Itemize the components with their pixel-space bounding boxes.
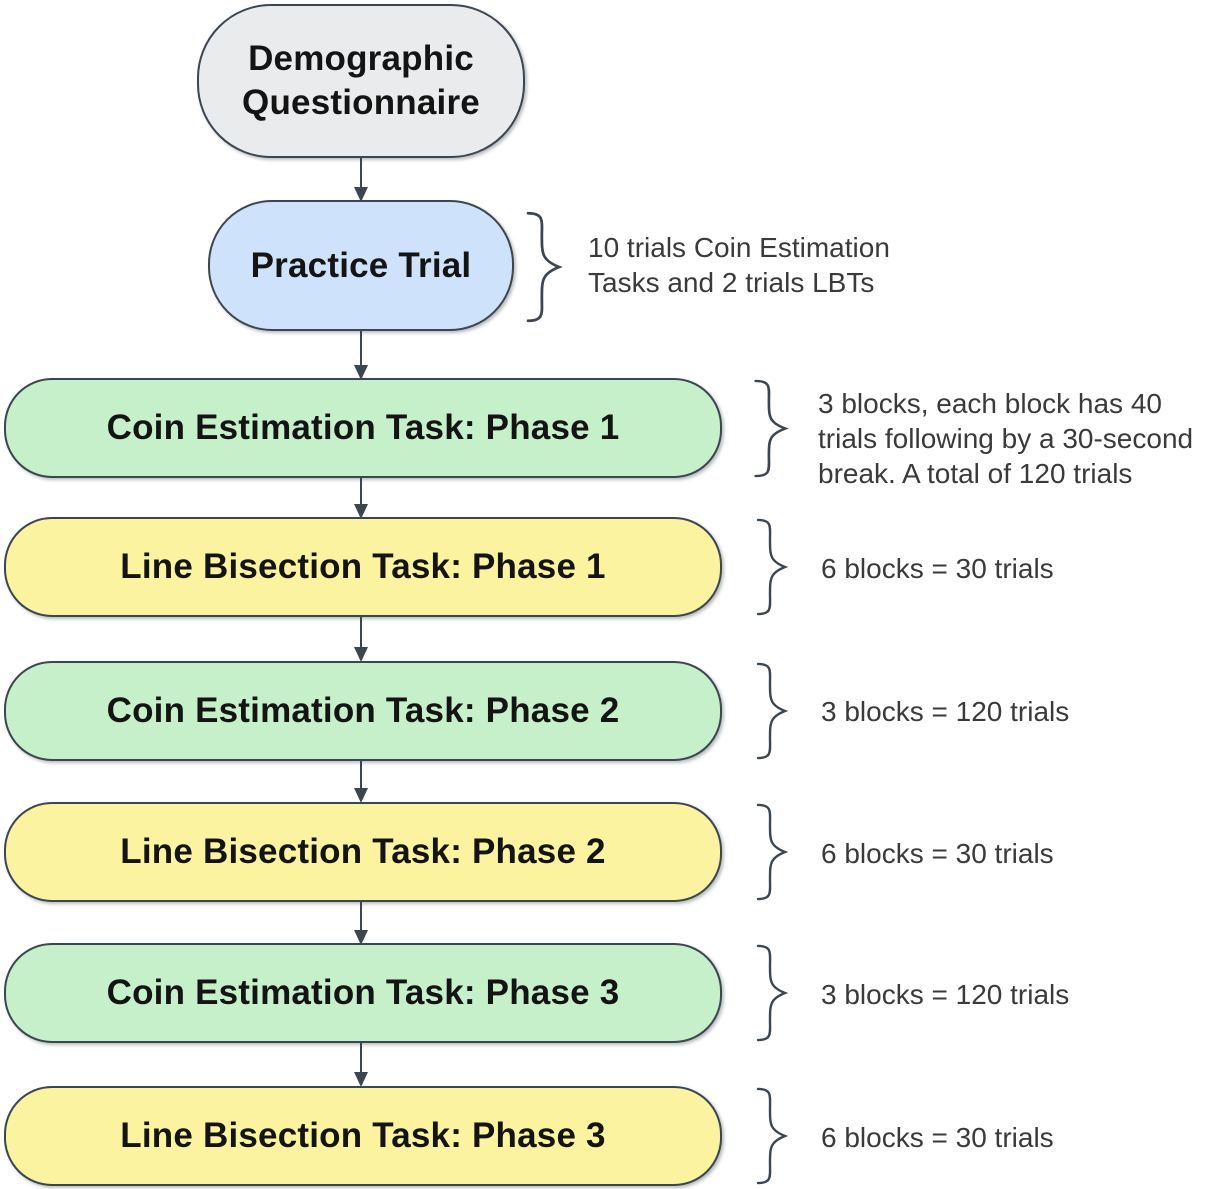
node-label: Demographic Questionnaire — [242, 39, 480, 122]
node-label: Coin Estimation Task: Phase 2 — [106, 691, 620, 731]
curly-brace-icon — [520, 211, 566, 323]
node-practice-trial: Practice Trial — [208, 200, 514, 331]
flow-arrow — [353, 616, 369, 662]
annotation-line-phase-3: 6 blocks = 30 trials — [821, 1122, 1054, 1153]
flow-arrow — [353, 900, 369, 945]
node-label: Coin Estimation Task: Phase 1 — [106, 408, 620, 448]
arrow-head-icon — [354, 187, 368, 202]
node-label: Line Bisection Task: Phase 2 — [120, 832, 606, 872]
node-label: Line Bisection Task: Phase 3 — [120, 1116, 606, 1156]
annotation-line-phase-1: 6 blocks = 30 trials — [821, 553, 1054, 584]
arrow-shaft — [360, 477, 362, 510]
node-coin-estimation-phase-3: Coin Estimation Task: Phase 3 — [4, 943, 722, 1043]
arrow-head-icon — [354, 647, 368, 662]
node-label: Coin Estimation Task: Phase 3 — [106, 973, 620, 1013]
arrow-head-icon — [354, 365, 368, 380]
annotation-coin-phase-2: 3 blocks = 120 trials — [821, 696, 1070, 727]
annotation-coin-phase-3: 3 blocks = 120 trials — [821, 979, 1070, 1010]
curly-brace-icon — [751, 803, 791, 901]
node-label: Practice Trial — [250, 245, 472, 285]
node-line-bisection-phase-3: Line Bisection Task: Phase 3 — [4, 1086, 722, 1186]
arrow-shaft — [360, 900, 362, 936]
arrow-head-icon — [354, 1072, 368, 1087]
arrow-shaft — [360, 158, 362, 193]
flow-arrow — [353, 1041, 369, 1087]
arrow-shaft — [360, 759, 362, 794]
flow-arrow — [353, 158, 369, 202]
arrow-shaft — [360, 616, 362, 653]
curly-brace-icon — [751, 518, 791, 616]
flow-arrow — [353, 477, 369, 519]
curly-brace-icon — [748, 379, 792, 478]
curly-brace-icon — [751, 1087, 791, 1185]
flow-arrow — [353, 759, 369, 803]
arrow-head-icon — [354, 504, 368, 519]
arrow-shaft — [360, 330, 362, 371]
node-line-bisection-phase-1: Line Bisection Task: Phase 1 — [4, 517, 722, 617]
flow-arrow — [353, 330, 369, 380]
node-line-bisection-phase-2: Line Bisection Task: Phase 2 — [4, 802, 722, 902]
annotation-line-phase-2: 6 blocks = 30 trials — [821, 838, 1054, 869]
annotation-practice: 10 trials Coin Estimation Tasks and 2 tr… — [588, 232, 890, 298]
node-demographic-questionnaire: Demographic Questionnaire — [197, 4, 525, 158]
arrow-head-icon — [354, 930, 368, 945]
node-coin-estimation-phase-2: Coin Estimation Task: Phase 2 — [4, 661, 722, 761]
node-coin-estimation-phase-1: Coin Estimation Task: Phase 1 — [4, 378, 722, 478]
curly-brace-icon — [751, 944, 791, 1042]
annotation-coin-phase-1: 3 blocks, each block has 40 trials follo… — [818, 388, 1194, 489]
arrow-shaft — [360, 1041, 362, 1078]
arrow-head-icon — [354, 788, 368, 803]
curly-brace-icon — [751, 662, 791, 760]
node-label: Line Bisection Task: Phase 1 — [120, 547, 606, 587]
